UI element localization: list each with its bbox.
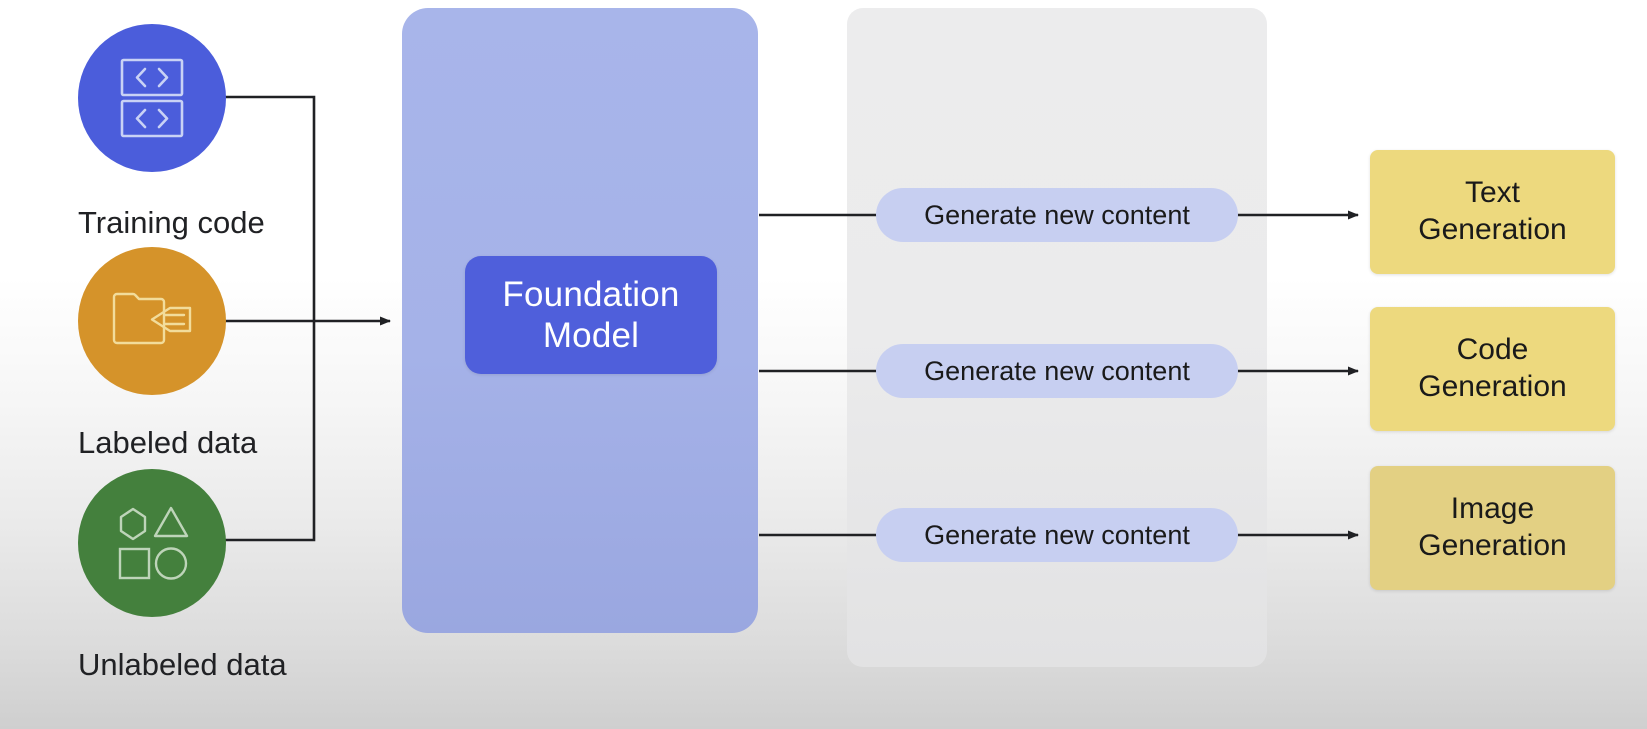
source-labeled-data-label: Labeled data (78, 425, 258, 460)
generate-new-content-pill-3-label: Generate new content (924, 519, 1190, 550)
output-code-generation-line1: Code (1456, 333, 1529, 367)
output-image-generation-line2: Generation (1418, 529, 1567, 562)
labeled-data-circle (78, 247, 226, 395)
generate-new-content-pill-2[interactable]: Generate new content (876, 344, 1238, 398)
shapes-icon (118, 506, 189, 580)
output-code-generation-label: Code Generation (1418, 332, 1566, 405)
foundation-model-label-line2: Model (542, 316, 640, 355)
output-text-generation[interactable]: Text Generation (1370, 150, 1615, 274)
source-training-code-label-wrap: Training code (78, 193, 265, 241)
generation-stage-panel (847, 8, 1267, 667)
folder-tag-icon (112, 292, 192, 345)
training-code-circle (78, 24, 226, 172)
source-training-code[interactable] (78, 24, 226, 172)
generate-new-content-pill-1[interactable]: Generate new content (876, 188, 1238, 242)
output-image-generation-label: Image Generation (1418, 491, 1566, 564)
generate-new-content-pill-1-label: Generate new content (924, 199, 1190, 230)
output-image-generation[interactable]: Image Generation (1370, 466, 1615, 590)
output-code-generation[interactable]: Code Generation (1370, 307, 1615, 431)
code-brackets-icon (120, 58, 184, 138)
source-unlabeled-data-label-wrap: Unlabeled data (78, 635, 287, 683)
generate-new-content-pill-2-label: Generate new content (924, 355, 1190, 386)
source-unlabeled-data[interactable] (78, 469, 226, 617)
foundation-model-box[interactable]: Foundation Model (465, 256, 717, 374)
source-unlabeled-data-label: Unlabeled data (78, 647, 287, 682)
unlabeled-data-circle (78, 469, 226, 617)
output-text-generation-line1: Text (1464, 176, 1521, 210)
source-labeled-data-label-wrap: Labeled data (78, 413, 258, 461)
foundation-model-label: Foundation Model (502, 274, 679, 357)
source-training-code-label: Training code (78, 205, 265, 240)
output-text-generation-line2: Generation (1418, 213, 1567, 246)
output-text-generation-label: Text Generation (1418, 175, 1566, 248)
foundation-model-label-line1: Foundation (502, 274, 680, 314)
output-image-generation-line1: Image (1450, 492, 1535, 526)
source-labeled-data[interactable] (78, 247, 226, 395)
output-code-generation-line2: Generation (1418, 370, 1567, 403)
generate-new-content-pill-3[interactable]: Generate new content (876, 508, 1238, 562)
